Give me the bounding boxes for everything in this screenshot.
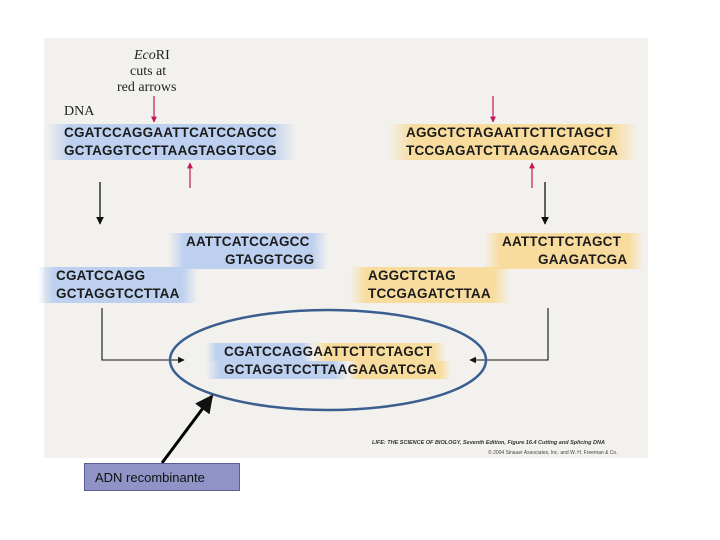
yellow-right-fragment: AATTCTTCTAGCT GAAGATCGA xyxy=(484,233,644,269)
dna-label: DNA xyxy=(64,104,95,119)
recombinant-bottom-blue: GCTAGGTCCTTAA xyxy=(206,361,348,379)
recombinant-top-blue: CGATCCAGG xyxy=(206,343,314,361)
recombinant-dna-label: ADN recombinante xyxy=(95,470,205,485)
recombinant-highlight-ellipse xyxy=(168,308,488,412)
recombinant-bottom-yellow: GAAGATCGA xyxy=(347,361,451,379)
figure-copyright: © 2004 Sinauer Associates, Inc. and W. H… xyxy=(488,450,618,456)
recombinant-dna-label-box: ADN recombinante xyxy=(84,463,240,491)
blue-right-fragment-top: AATTCATCCAGCC xyxy=(168,233,328,251)
blue-strand-top: CGATCCAGGAATTCATCCAGCC xyxy=(46,124,296,142)
enzyme-note-line3: red arrows xyxy=(117,80,177,95)
blue-strand-bottom: GCTAGGTCCTTAAGTAGGTCGG xyxy=(46,142,296,160)
blue-dna-strand: CGATCCAGGAATTCATCCAGCC GCTAGGTCCTTAAGTAG… xyxy=(46,124,296,160)
yellow-dna-strand: AGGCTCTAGAATTCTTCTAGCT TCCGAGATCTTAAGAAG… xyxy=(388,124,638,160)
blue-right-fragment-bottom: GTAGGTCGG xyxy=(168,251,328,269)
recombinant-bottom-strand: GCTAGGTCCTTAA GAAGATCGA xyxy=(206,361,466,379)
yellow-strand-bottom: TCCGAGATCTTAAGAAGATCGA xyxy=(388,142,638,160)
yellow-right-fragment-top: AATTCTTCTAGCT xyxy=(484,233,644,251)
yellow-left-fragment-bottom: TCCGAGATCTTAA xyxy=(350,285,510,303)
blue-right-fragment: AATTCATCCAGCC GTAGGTCGG xyxy=(168,233,328,269)
yellow-right-fragment-bottom: GAAGATCGA xyxy=(484,251,644,269)
blue-left-fragment-bottom: GCTAGGTCCTTAA xyxy=(38,285,198,303)
yellow-left-fragment-top: AGGCTCTAG xyxy=(350,267,510,285)
yellow-to-recombinant-arrow xyxy=(469,308,549,364)
yellow-left-fragment: AGGCTCTAG TCCGAGATCTTAA xyxy=(350,267,510,303)
figure-caption: LIFE: THE SCIENCE OF BIOLOGY, Seventh Ed… xyxy=(372,440,605,446)
annotation-pointer-arrow xyxy=(160,394,214,464)
recombinant-dna: CGATCCAGG AATTCTTCTAGCT GCTAGGTCCTTAA GA… xyxy=(206,343,466,379)
blue-left-fragment-top: CGATCCAGG xyxy=(38,267,198,285)
enzyme-name: EcoRI xyxy=(134,48,170,63)
blue-left-fragment: CGATCCAGG GCTAGGTCCTTAA xyxy=(38,267,198,303)
blue-to-recombinant-arrow xyxy=(101,308,185,364)
yellow-strand-top: AGGCTCTAGAATTCTTCTAGCT xyxy=(388,124,638,142)
enzyme-note-line2: cuts at xyxy=(130,64,167,79)
recombinant-top-strand: CGATCCAGG AATTCTTCTAGCT xyxy=(206,343,466,361)
recombinant-top-yellow: AATTCTTCTAGCT xyxy=(313,343,447,361)
